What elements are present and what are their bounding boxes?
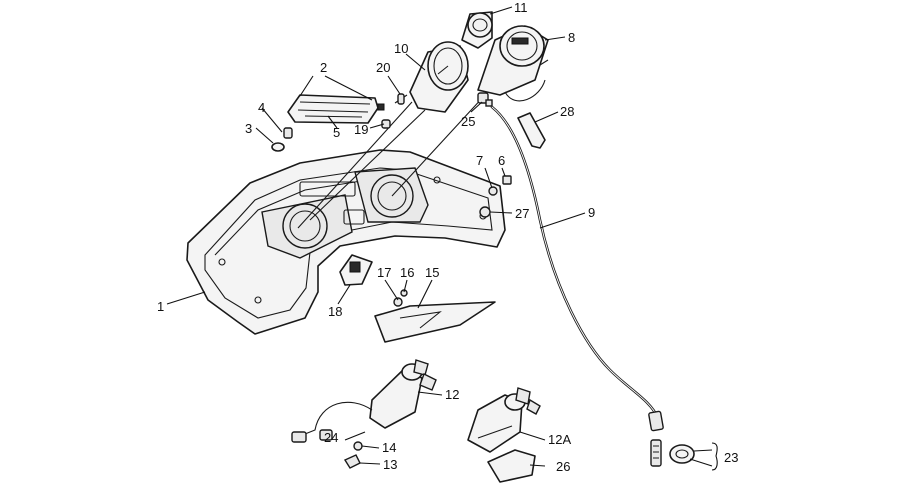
- dashboard-fairing-panel: [186, 149, 506, 335]
- label-9: 9: [588, 205, 595, 220]
- speedometer-gauge: [394, 41, 469, 113]
- dashboard-switch: [339, 254, 373, 286]
- label-5: 5: [333, 125, 340, 140]
- gauge-wiring: [504, 79, 546, 102]
- ignition-switch-alt: [467, 387, 541, 453]
- label-11: 11: [514, 0, 528, 15]
- bulb-socket-19-20: [381, 93, 405, 129]
- label-23: 23: [724, 450, 738, 465]
- label-25: 25: [461, 114, 475, 129]
- indicator-light-bar: [287, 94, 385, 124]
- leader-lines: [166, 6, 718, 471]
- label-26: 26: [556, 459, 570, 474]
- label-13: 13: [383, 457, 397, 472]
- label-12: 12: [445, 387, 459, 402]
- label-8: 8: [568, 30, 575, 45]
- rev-counter-gauge: [477, 25, 549, 96]
- label-28: 28: [560, 104, 574, 119]
- label-2: 2: [320, 60, 327, 75]
- label-4: 4: [258, 100, 265, 115]
- label-12a: 12A: [548, 432, 571, 447]
- label-17: 17: [377, 265, 391, 280]
- speedometer-cable: [490, 105, 664, 467]
- part-number-labels: 1 2 3 4 5 6 7 8 9 10 11 12 12A 13 14 15 …: [157, 0, 738, 474]
- cover-plate: [487, 449, 536, 483]
- mounting-bracket-plate: [374, 289, 496, 343]
- label-14: 14: [382, 440, 396, 455]
- label-15: 15: [425, 265, 439, 280]
- rubber-boot: [517, 112, 546, 149]
- label-20: 20: [376, 60, 390, 75]
- label-10: 10: [394, 41, 408, 56]
- label-6: 6: [498, 153, 505, 168]
- bulb-and-holder: [271, 127, 293, 152]
- label-18: 18: [328, 304, 342, 319]
- drive-ring: [669, 444, 695, 464]
- label-24: 24: [324, 430, 338, 445]
- label-16: 16: [400, 265, 414, 280]
- ignition-switch: [291, 359, 437, 443]
- speedo-cable-fitting: [477, 92, 493, 107]
- label-1: 1: [157, 299, 164, 314]
- label-7: 7: [476, 153, 483, 168]
- label-27: 27: [515, 206, 529, 221]
- warning-lights-unit: [461, 11, 493, 49]
- label-19: 19: [354, 122, 368, 137]
- label-3: 3: [245, 121, 252, 136]
- screw-13-washer-14: [343, 441, 363, 469]
- assembly-guide-lines: [297, 94, 486, 229]
